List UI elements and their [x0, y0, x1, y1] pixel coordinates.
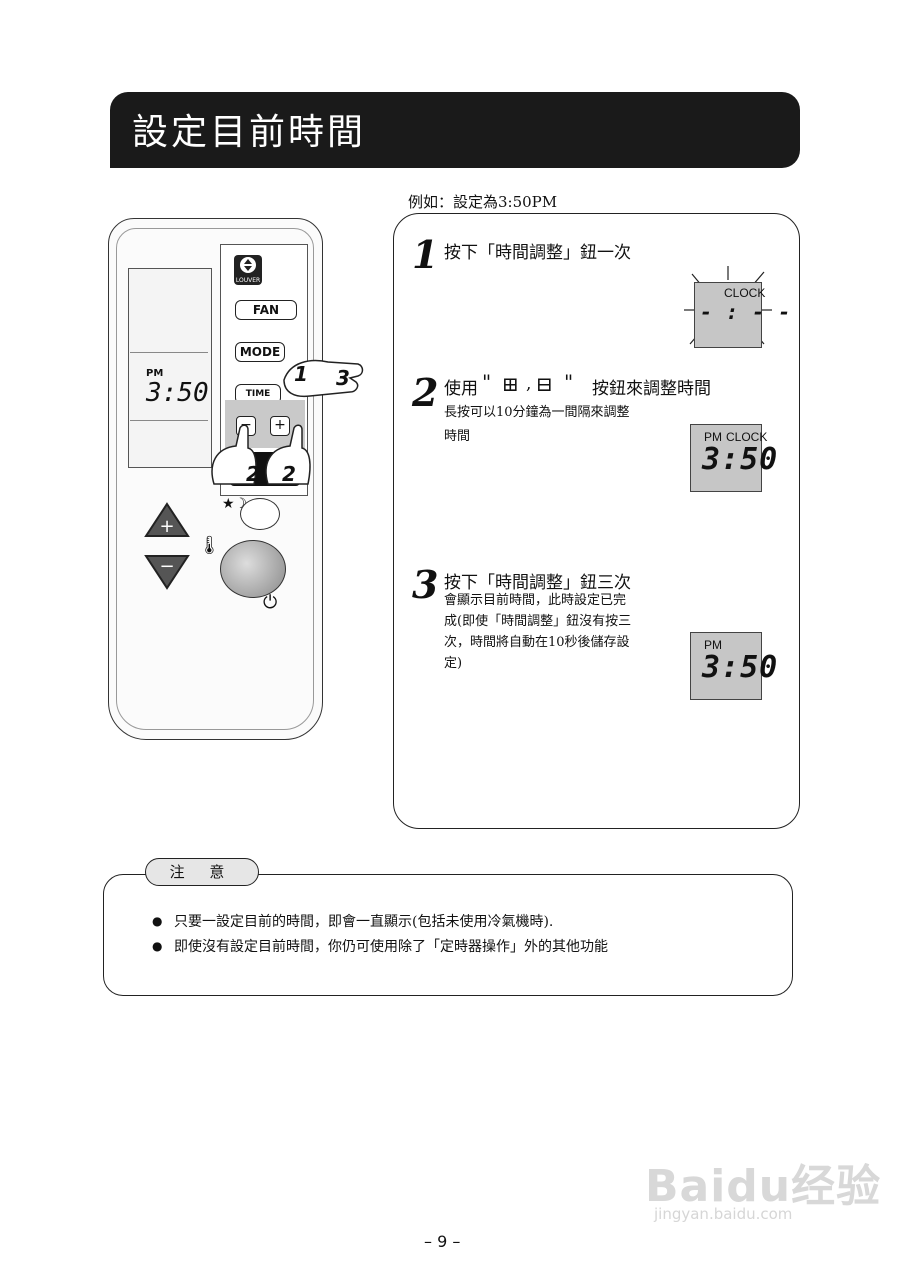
title-bar [110, 92, 800, 168]
remote-lcd-pm: PM [146, 368, 164, 379]
step-1-text: 按下「時間調整」鈕一次 [444, 243, 631, 263]
step-3-detail-line: 次，時間將自動在10秒後儲存設 [444, 635, 630, 650]
louver-arrows-icon [240, 257, 256, 273]
minus-box-icon: ⊟ [536, 372, 553, 396]
louver-icon[interactable]: LOUVER [234, 255, 262, 285]
close-quote: " [564, 370, 574, 394]
step-2-lcd-pm: PM [704, 430, 722, 444]
step-1-lcd-label: CLOCK [724, 286, 766, 300]
step-2-lcd-value: 3:50 [702, 442, 779, 477]
hand-step-badge: 1 [294, 362, 308, 386]
step-3-lcd-value: 3:50 [702, 650, 779, 685]
step-2-lcd [690, 424, 762, 492]
step-3-lcd-pm: PM [704, 638, 722, 652]
lcd-divider [130, 420, 208, 421]
step-3-lcd [690, 632, 762, 700]
comma: , [526, 374, 532, 394]
step-1-lcd-value: - : - - [700, 300, 792, 324]
note-item: 只要一設定目前的時間，即會一直顯示(包括未使用冷氣機時). [174, 914, 554, 930]
hand-step-badge: 2 [246, 462, 260, 486]
step-3-detail-line: 會顯示目前時間，此時設定已完 [444, 593, 627, 608]
plus-button[interactable]: + [270, 416, 290, 436]
page-number: – 9 – [424, 1232, 461, 1251]
step-3-text: 按下「時間調整」鈕三次 [444, 573, 631, 593]
step-1-number: 1 [412, 232, 439, 277]
bullet-icon: ● [152, 939, 163, 953]
step-2-detail-line: 時間 [444, 429, 471, 444]
plus-box-icon: ⊞ [502, 372, 519, 396]
step-1-lcd [694, 282, 762, 348]
step-2-lcd-label: CLOCK [726, 430, 768, 444]
notes-tab: 注 意 [145, 858, 259, 886]
step-2-text-suffix: 按鈕來調整時間 [592, 379, 711, 399]
step-3-detail-line: 定) [444, 656, 463, 671]
temperature-down-button[interactable]: − [142, 552, 192, 592]
mode-button[interactable]: MODE [235, 342, 285, 362]
minus-icon: − [159, 556, 174, 577]
hand-pointer-icon [211, 424, 311, 485]
hand-step-badge: 2 [282, 462, 296, 486]
example-caption: 例如：設定為3:50PM [408, 193, 558, 211]
step-3-number: 3 [412, 562, 439, 607]
hand-step-badge: 3 [336, 366, 350, 390]
lcd-divider [130, 352, 208, 353]
watermark: Baidu经验 [645, 1161, 882, 1212]
open-quote: " [482, 370, 492, 394]
step-2-text-prefix: 使用 [444, 379, 478, 399]
remote-lcd-time: 3:50 [146, 378, 209, 408]
power-button[interactable] [220, 540, 286, 598]
bullet-icon: ● [152, 914, 163, 928]
note-item: 即使沒有設定目前時間，你仍可使用除了「定時器操作」外的其他功能 [174, 939, 608, 955]
remote-inner-outline [116, 228, 314, 730]
step-3-detail-line: 成(即使「時間調整」鈕沒有按三 [444, 614, 632, 629]
hand-pointer-icon [283, 359, 364, 398]
step-2-detail-line: 長按可以10分鐘為一間隔來調整 [444, 405, 630, 420]
temperature-up-button[interactable]: + [142, 500, 192, 540]
remote-lcd [128, 268, 212, 468]
power-icon: ⏻ [263, 592, 278, 613]
page-title: 設定目前時間 [132, 112, 367, 153]
sleep-button[interactable] [240, 498, 280, 530]
thermometer-icon: 🌡 [198, 535, 221, 556]
step-2-number: 2 [412, 370, 439, 415]
plus-icon: + [159, 516, 174, 537]
notes-box [103, 874, 793, 996]
steps-box [393, 213, 800, 829]
watermark-url: jingyan.baidu.com [654, 1205, 793, 1223]
louver-label: LOUVER [235, 277, 261, 284]
fan-button[interactable]: FAN [235, 300, 297, 320]
